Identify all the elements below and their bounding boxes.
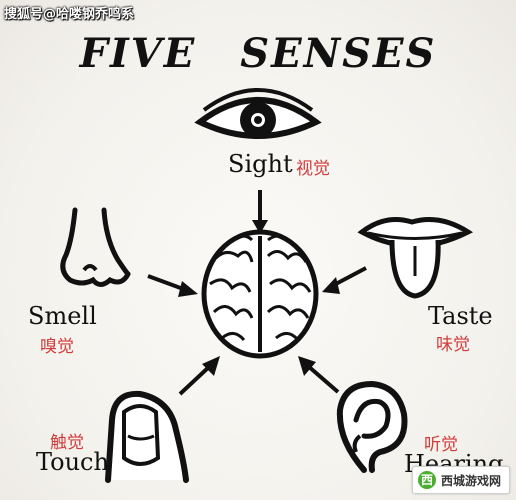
- logo-text: 西城游戏网: [441, 473, 502, 488]
- page-title: FIVE SENSES: [0, 30, 516, 77]
- mouth-tongue-icon: [357, 217, 474, 299]
- nose-icon: [60, 207, 131, 287]
- ear-icon: [336, 380, 408, 473]
- source-watermark: 搜狐号@哈喽钢乔鸣系: [4, 7, 135, 22]
- logo-mark-icon: 西: [418, 471, 436, 489]
- title-word-2: SENSES: [240, 30, 437, 77]
- touch-label: Touch: [36, 448, 109, 476]
- touch-label-cn: 触觉: [50, 433, 84, 453]
- arrow-from-hearing: [298, 356, 340, 394]
- site-logo: 西 西城游戏网: [412, 466, 510, 494]
- arrow-from-touch: [178, 356, 220, 396]
- smell-label: Smell: [28, 302, 97, 330]
- sight-label-cn: 视觉: [296, 159, 330, 179]
- arrow-from-sight: [252, 190, 268, 234]
- smell-label-cn: 嗅觉: [40, 337, 74, 357]
- taste-label: Taste: [428, 302, 493, 330]
- arrow-from-taste: [322, 266, 367, 294]
- finger-icon: [105, 390, 189, 483]
- taste-label-cn: 味觉: [436, 335, 470, 355]
- arrow-from-smell: [147, 274, 198, 297]
- eye-icon: [194, 88, 322, 139]
- title-word-1: FIVE: [79, 30, 197, 77]
- sight-label: Sight: [228, 150, 293, 178]
- hearing-label-cn: 听觉: [424, 435, 458, 455]
- brain-icon: [201, 229, 319, 359]
